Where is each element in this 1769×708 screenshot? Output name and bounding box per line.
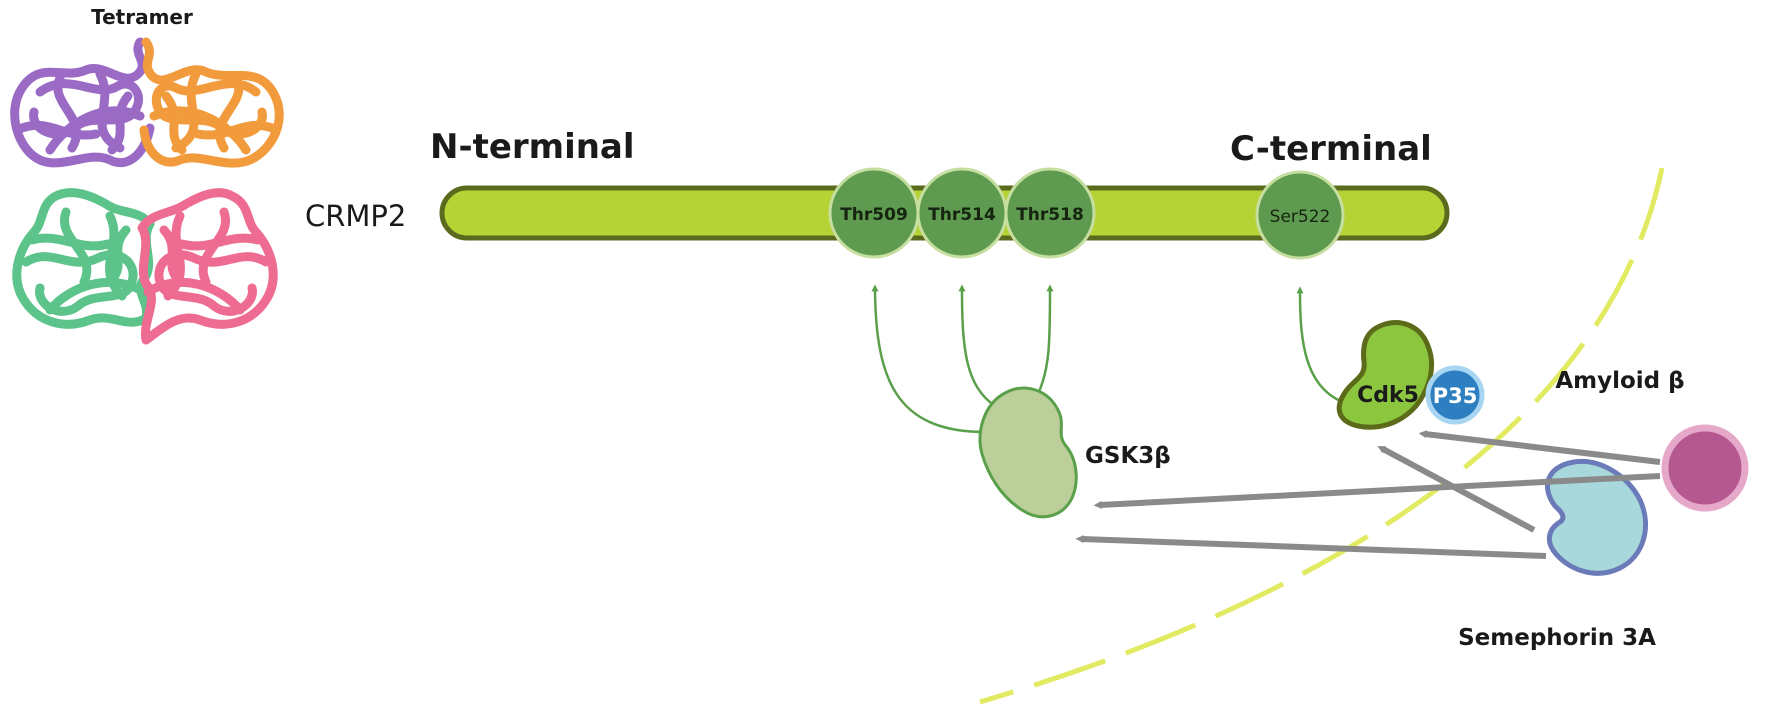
site-thr518-label: Thr518 [1016, 205, 1084, 225]
subunit-purple [10, 37, 155, 168]
amyloid-beta-particle [1661, 424, 1749, 512]
arrow-amyloid-cdk5 [1418, 430, 1661, 465]
arrow-amyloid-gsk3b [1093, 473, 1661, 509]
cdk5-label: Cdk5 [1357, 383, 1419, 408]
n-terminal-label: N-terminal [430, 127, 635, 167]
arrow-semaphorin-cdk5 [1377, 445, 1536, 533]
cdk5-enzyme [1336, 320, 1435, 430]
tetramer-label: Tetramer [91, 5, 193, 29]
site-thr518: Thr518 [1004, 167, 1096, 259]
site-thr518-circle [1004, 167, 1096, 259]
arrow-gsk3b-thr514 [958, 284, 996, 408]
semaphorin-receptor [1544, 458, 1649, 576]
arrow-semaphorin-gsk3b [1075, 535, 1547, 559]
site-ser522: Ser522 [1255, 170, 1345, 260]
gsk3b-to-sites-arrows [871, 284, 1349, 434]
subunit-orange [139, 37, 284, 168]
arrow-cdk5-ser522 [1296, 286, 1349, 406]
semaphorin-label: Semephorin 3A [1458, 625, 1656, 651]
gsk3b-enzyme [978, 386, 1078, 519]
p35-circle [1425, 365, 1485, 425]
arrow-gsk3b-thr518 [1035, 284, 1054, 397]
site-thr514: Thr514 [916, 167, 1008, 259]
p35-badge: P35 [1425, 365, 1485, 425]
site-ser522-circle [1255, 170, 1345, 260]
arrow-gsk3b-thr509 [871, 284, 986, 434]
subunit-pink [137, 188, 278, 345]
upstream-signal-arrows [1075, 430, 1661, 559]
site-thr514-label: Thr514 [928, 205, 996, 225]
site-thr509: Thr509 [828, 167, 920, 259]
subunit-green [12, 188, 155, 329]
c-terminal-label: C-terminal [1230, 129, 1432, 169]
amyloid-label: Amyloid β [1555, 368, 1684, 394]
gsk3b-label: GSK3β [1085, 443, 1171, 469]
site-ser522-label: Ser522 [1270, 207, 1331, 227]
membrane-dashed-curve [979, 167, 1665, 705]
site-thr509-label: Thr509 [840, 205, 908, 225]
p35-label: P35 [1433, 384, 1478, 408]
tetramer-structure [10, 37, 284, 345]
crmp2-label: CRMP2 [305, 199, 406, 233]
